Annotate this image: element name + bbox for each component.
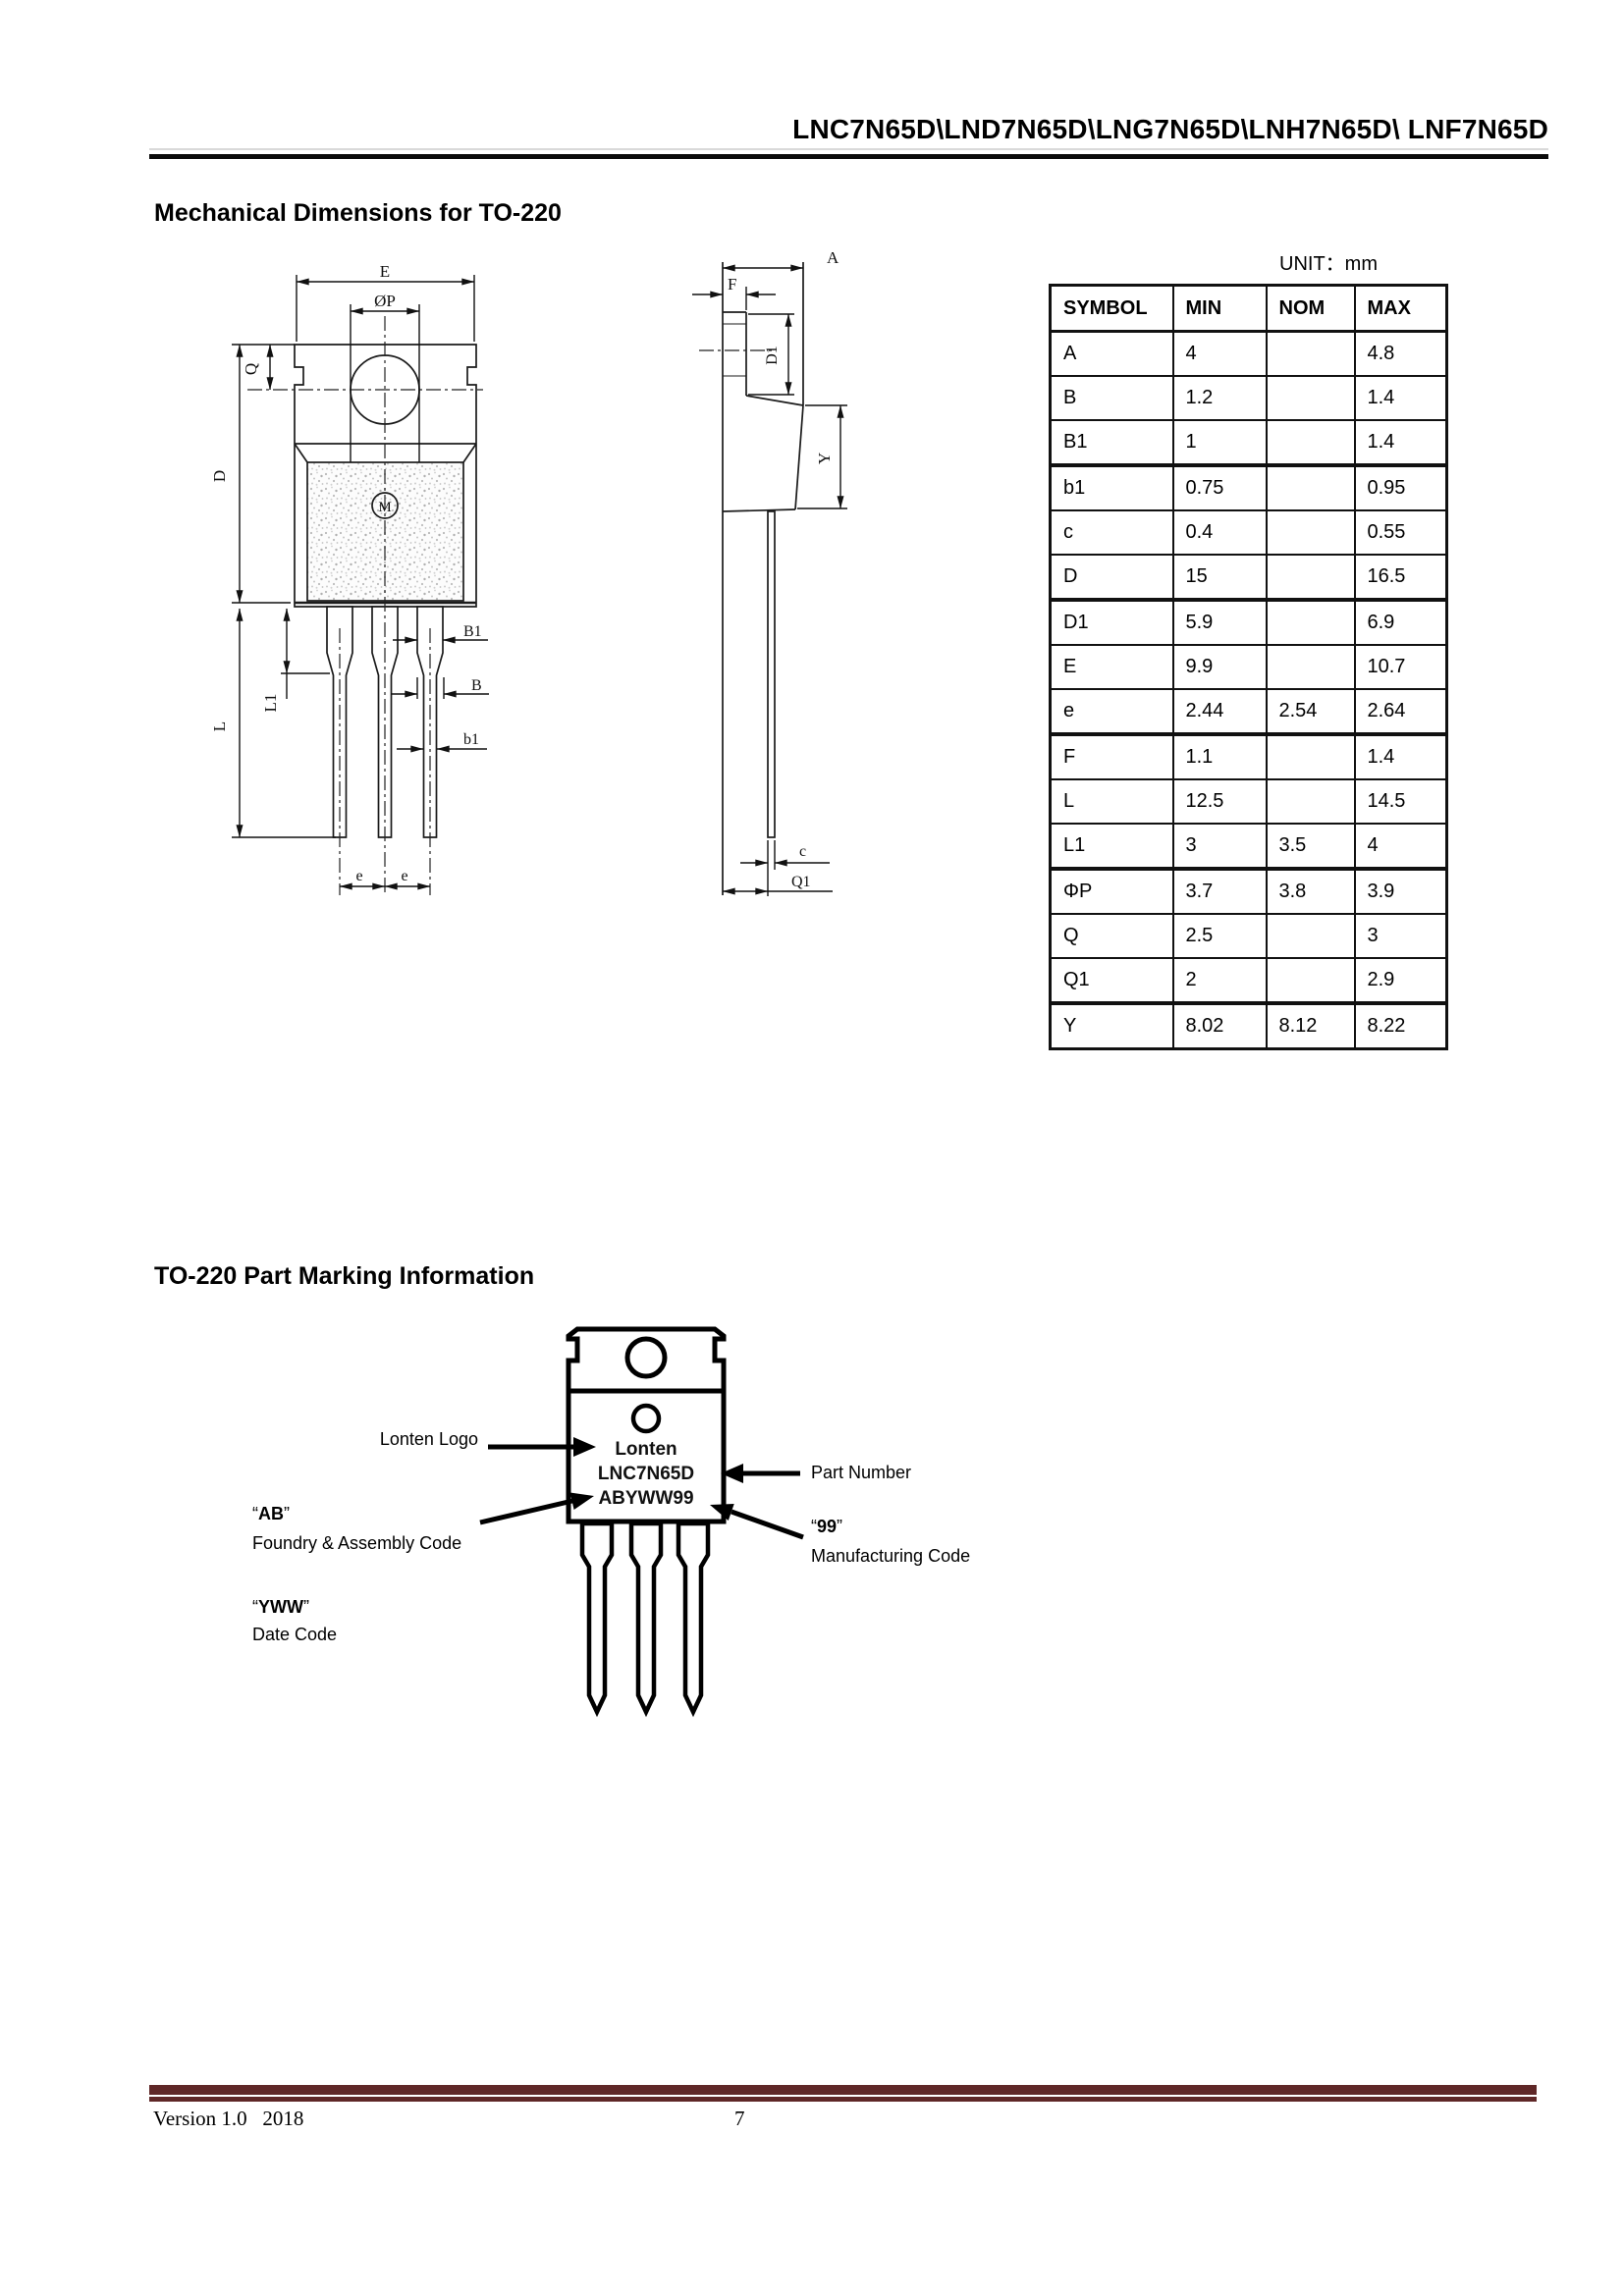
lead-3 xyxy=(676,1521,711,1718)
mounting-hole xyxy=(624,1336,668,1379)
callout-date-code: “YWW” xyxy=(252,1597,309,1617)
centerlines xyxy=(247,316,772,895)
chip-part-number: LNC7N65D xyxy=(598,1464,694,1484)
callout-arrows xyxy=(479,1444,804,1540)
chip-date-code: ABYWW99 xyxy=(598,1488,693,1509)
col-symbol: SYMBOL xyxy=(1049,284,1174,333)
lead-1 xyxy=(579,1521,615,1718)
to220-marking-drawing: Lonten LNC7N65D ABYWW99 xyxy=(479,1326,804,1718)
unit-label: UNIT：mm xyxy=(1279,253,1378,275)
chip-logo-text: Lonten xyxy=(615,1439,677,1460)
dim-label-Y: Y xyxy=(815,453,834,464)
lead-3 xyxy=(416,606,444,838)
dim-label-e2: e xyxy=(401,868,407,884)
logo-dot xyxy=(630,1403,662,1434)
callout-lonten-logo: Lonten Logo xyxy=(379,1429,478,1449)
table-header-row: SYMBOL MIN NOM MAX xyxy=(1049,284,1448,333)
dim-label-E: E xyxy=(380,262,390,281)
footer-rule-thick xyxy=(149,2085,1537,2095)
part-marking-heading: TO-220 Part Marking Information xyxy=(154,1262,535,1290)
callout-part-number: Part Number xyxy=(811,1463,912,1482)
footer-page-number: 7 xyxy=(734,2107,745,2130)
dim-label-F: F xyxy=(728,275,736,294)
col-max: MAX xyxy=(1353,284,1448,333)
mechanical-dimensions-heading: Mechanical Dimensions for TO-220 xyxy=(154,199,562,227)
dim-label-L: L xyxy=(210,721,229,731)
dim-label-B1: B1 xyxy=(463,623,482,640)
side-view-outline xyxy=(722,262,804,895)
footer-version: Version 1.0 2018 xyxy=(153,2107,304,2130)
dimension-lines xyxy=(232,264,847,896)
logo-m: M xyxy=(378,500,391,515)
dim-label-A: A xyxy=(827,248,839,267)
dim-label-phiP: ØP xyxy=(374,292,396,310)
dim-label-D: D xyxy=(210,470,229,482)
lead-2 xyxy=(628,1521,664,1718)
page-title: LNC7N65D\LND7N65D\LNG7N65D\LNH7N65D\ LNF… xyxy=(792,114,1548,144)
dim-label-Q1: Q1 xyxy=(791,874,811,890)
lead-1 xyxy=(326,606,353,838)
callout-ab-code: “AB” xyxy=(252,1504,290,1523)
dim-label-L1: L1 xyxy=(261,694,280,713)
lead-side xyxy=(767,510,776,838)
package-outline xyxy=(566,1326,727,1718)
lead-2 xyxy=(371,606,399,838)
dim-label-Q: Q xyxy=(242,363,260,375)
dim-label-D1: D1 xyxy=(764,346,781,365)
col-nom: NOM xyxy=(1265,284,1356,333)
to220-mechanical-drawing: E ØP Q D L L1 B1 B b1 e e M A F D1 Y c Q… xyxy=(210,248,847,896)
header-rule xyxy=(149,154,1548,159)
callout-date-desc: Date Code xyxy=(252,1625,338,1644)
front-view-outline xyxy=(294,262,804,895)
callout-mfg-desc: Manufacturing Code xyxy=(811,1546,971,1566)
col-min: MIN xyxy=(1171,284,1268,333)
dim-label-e1: e xyxy=(355,868,362,884)
dim-label-c: c xyxy=(799,843,806,860)
footer-rule-thin xyxy=(149,2097,1537,2102)
header-rule-light xyxy=(149,148,1548,150)
callout-ab-desc: Foundry & Assembly Code xyxy=(252,1533,462,1553)
callout-mfg-code: “99” xyxy=(811,1517,843,1536)
logo-circle xyxy=(371,492,399,519)
callout-arrowheads xyxy=(569,1437,743,1521)
dim-label-B: B xyxy=(471,677,482,694)
dim-label-b1: b1 xyxy=(463,731,479,748)
